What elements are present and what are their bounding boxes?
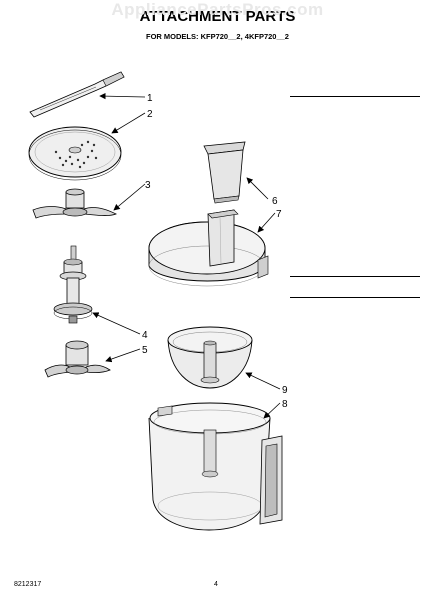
part-3-dough-blade bbox=[32, 188, 118, 219]
models-subtitle: FOR MODELS: KFP720__2, 4KFP720__2 bbox=[146, 32, 289, 41]
part-7-bowl-cover bbox=[148, 209, 269, 287]
callout-9: 9 bbox=[282, 385, 288, 396]
callout-3: 3 bbox=[145, 180, 151, 191]
blank-rule-middle bbox=[290, 276, 420, 277]
part-5-mini-blade bbox=[44, 340, 111, 378]
callout-leaders bbox=[92, 92, 281, 419]
part-8-work-bowl bbox=[148, 402, 283, 531]
part-6-food-pusher bbox=[203, 141, 246, 204]
part-9-mini-bowl bbox=[167, 326, 253, 389]
page-number: 4 bbox=[214, 581, 218, 588]
callout-4: 4 bbox=[142, 330, 148, 341]
callout-5: 5 bbox=[142, 345, 148, 356]
callout-7: 7 bbox=[276, 209, 282, 220]
blank-rule-bottom bbox=[290, 297, 420, 298]
document-number: 8212317 bbox=[14, 581, 42, 588]
callout-2: 2 bbox=[147, 109, 153, 120]
page-title: ATTACHMENT PARTS bbox=[139, 8, 296, 25]
part-2-shredding-disc bbox=[28, 126, 122, 181]
callout-8: 8 bbox=[282, 399, 288, 410]
part-4-drive-spindle bbox=[53, 245, 93, 324]
callout-6: 6 bbox=[272, 196, 278, 207]
watermark: AppliancePartsPros.com bbox=[111, 0, 324, 19]
callout-1: 1 bbox=[147, 93, 153, 104]
blank-rule-top bbox=[290, 96, 420, 97]
part-1-spatula bbox=[29, 71, 125, 118]
